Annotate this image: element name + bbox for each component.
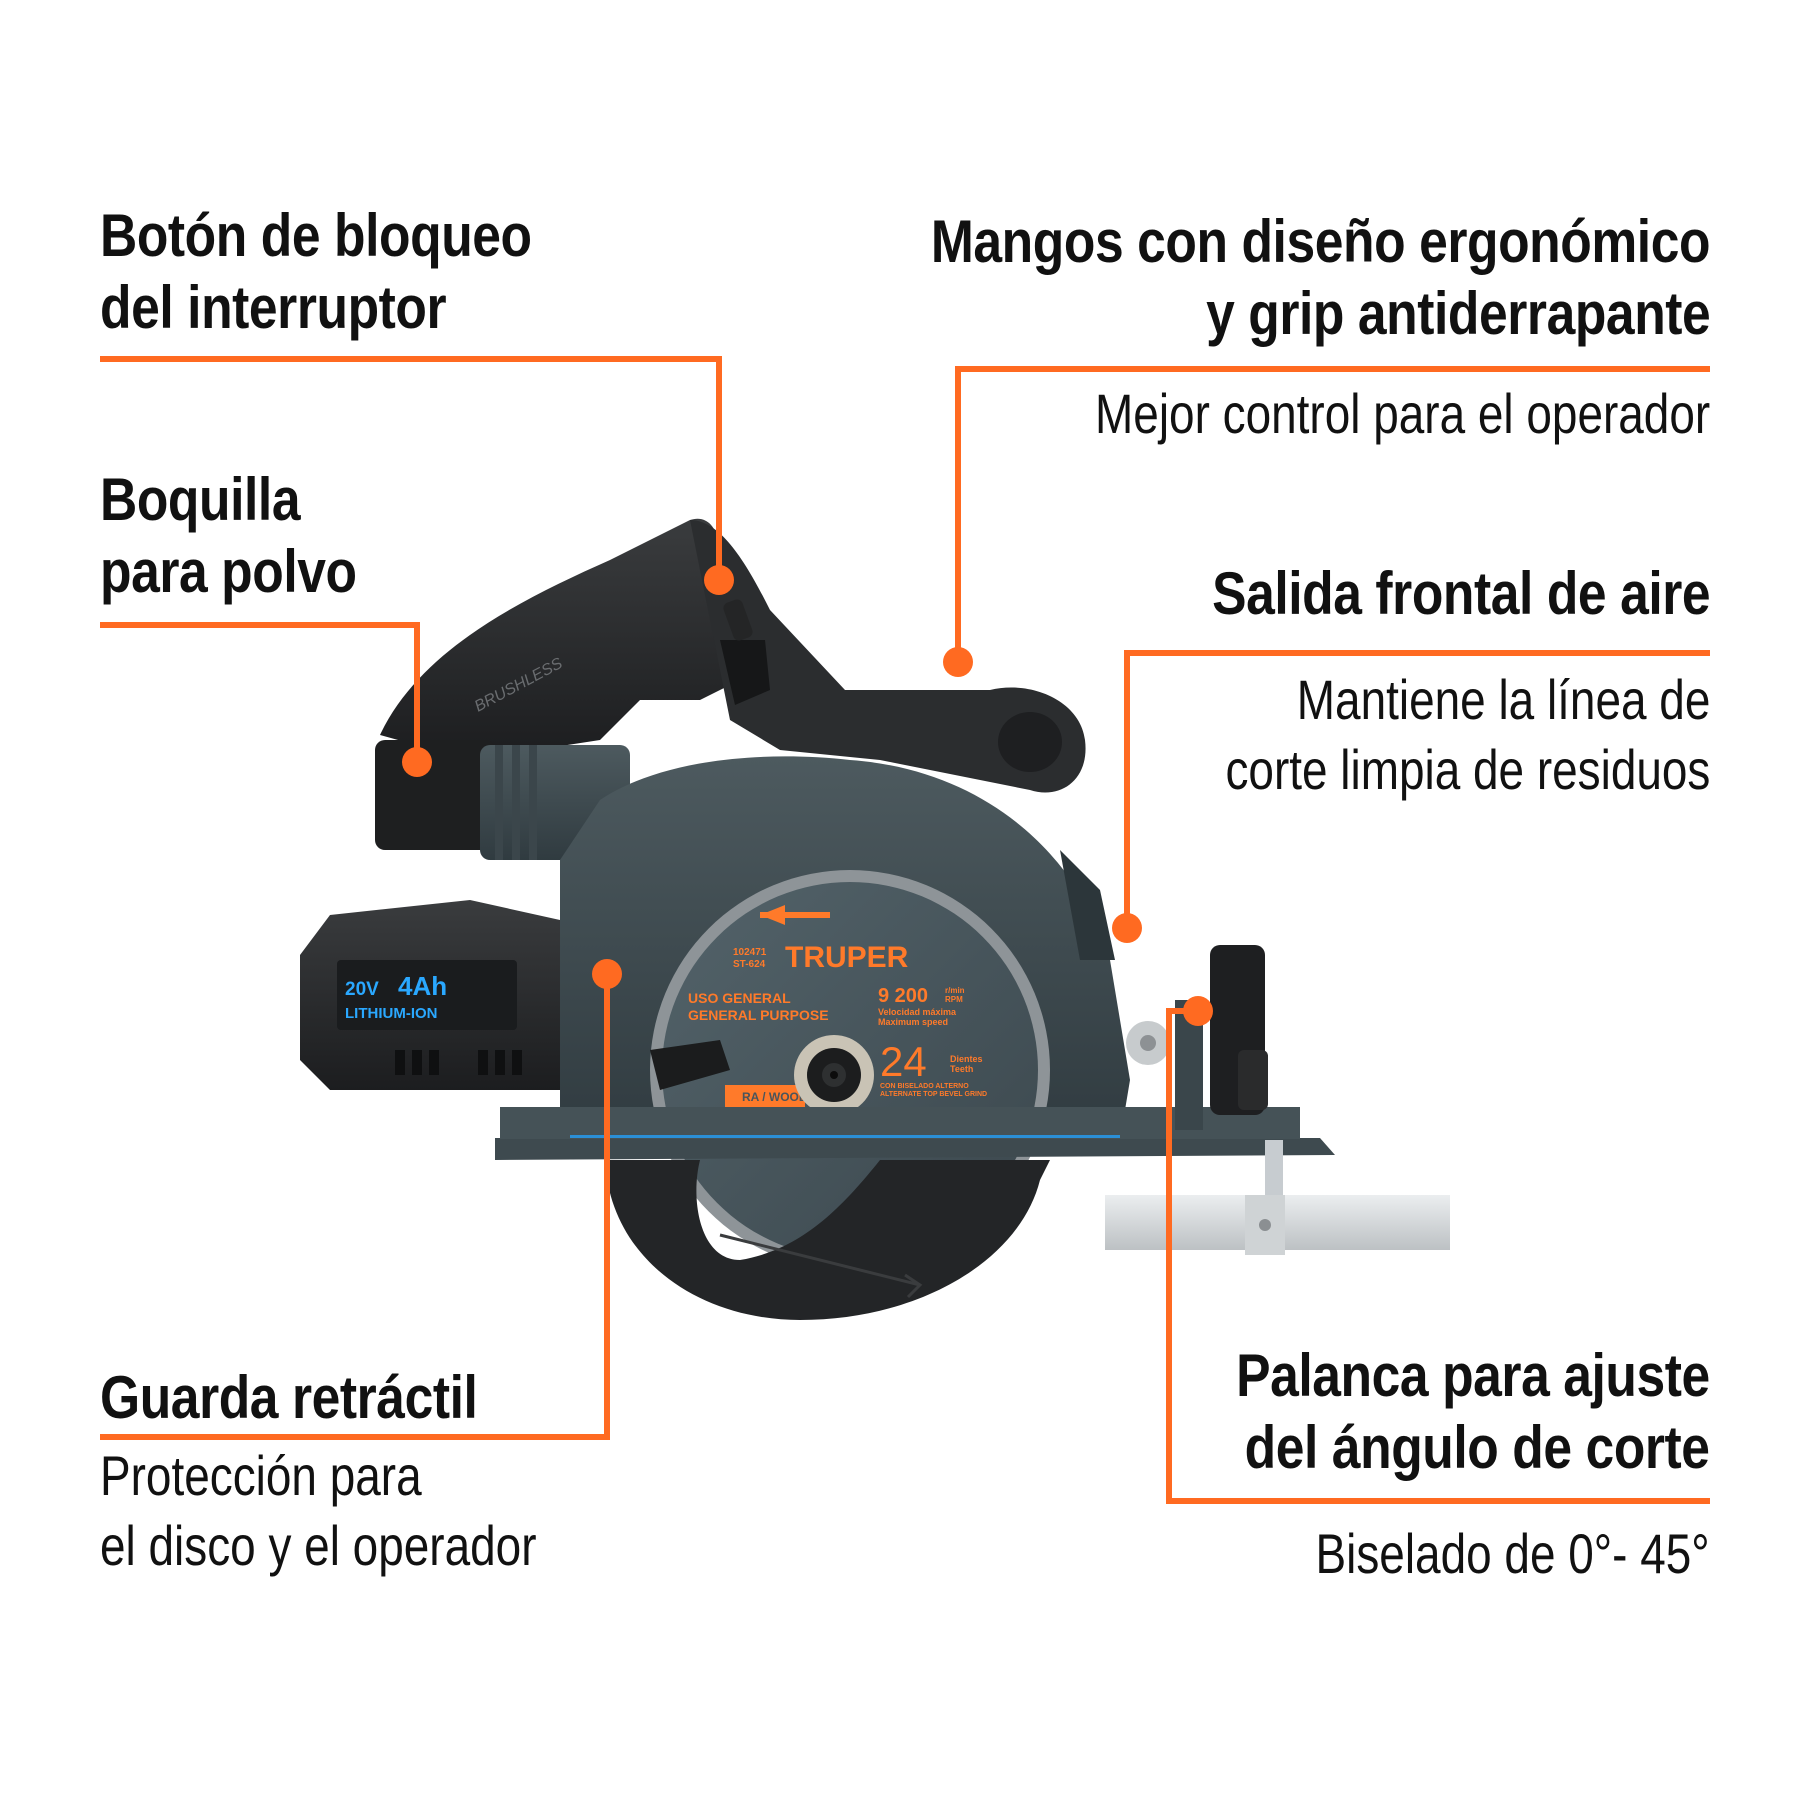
battery-capacity: 4Ah [398, 971, 447, 1001]
leader-line-mangos-v [955, 366, 961, 662]
blade-use-es: USO GENERAL [688, 990, 791, 1006]
leader-line-guarda [100, 1434, 610, 1440]
lower-guard [605, 1040, 1050, 1320]
battery-voltage: 20V [345, 979, 379, 1000]
blade-brand: TRUPER [785, 941, 909, 974]
base-plate [495, 1107, 1335, 1160]
blade-material: RA / WOOD [742, 1090, 808, 1104]
callout-sub-mangos: Mejor control para el operador [1094, 382, 1710, 445]
callout-title-mangos-line2: y grip antiderrapante [1205, 280, 1711, 347]
blade-speed-unit-1: r/min [945, 986, 965, 995]
leader-dot-guarda [592, 959, 622, 989]
leader-line-palanca-v [1166, 1008, 1172, 1504]
callout-sub-palanca: Biselado de 0°- 45° [1315, 1522, 1710, 1585]
callout-title-palanca-line1: Palanca para ajuste [1236, 1342, 1710, 1409]
leader-line-boquilla-v [414, 622, 420, 762]
leader-line-guarda-v [604, 974, 610, 1440]
callout-title-salida: Salida frontal de aire [1211, 560, 1711, 627]
blade-teeth-label-es: Dientes [950, 1054, 983, 1064]
blade-speed-label-en: Maximum speed [878, 1017, 948, 1027]
blade-speed: 9 200 [878, 985, 928, 1007]
leader-line-mangos [955, 366, 1710, 372]
leader-line-palanca-h2 [1166, 1498, 1710, 1504]
blade-code-2: ST-624 [733, 959, 766, 970]
leader-line-salida [1124, 650, 1710, 656]
blade-use-en: GENERAL PURPOSE [688, 1007, 829, 1023]
blade-speed-label-es: Velocidad máxima [878, 1007, 957, 1017]
rip-fence [1105, 1140, 1450, 1255]
bevel-adjust [1126, 945, 1268, 1130]
callout-title-boton-line1: Botón de bloqueo [100, 202, 532, 269]
callout-title-boquilla-line1: Boquilla [100, 466, 301, 533]
battery-chemistry: LITHIUM-ION [345, 1005, 437, 1022]
blade-code-1: 102471 [733, 947, 767, 958]
leader-dot-boquilla [402, 747, 432, 777]
leader-line-salida-v [1124, 650, 1130, 928]
leader-dot-palanca [1183, 996, 1213, 1026]
callout-sub-salida-line2: corte limpia de residuos [1225, 738, 1710, 801]
battery-pack: 20V 4Ah LITHIUM-ION [300, 900, 560, 1090]
callout-sub-guarda-line2: el disco y el operador [100, 1514, 537, 1577]
leader-line-palanca-h1 [1166, 1008, 1198, 1014]
callout-title-mangos-line1: Mangos con diseño ergonómico [930, 208, 1711, 275]
callout-title-palanca-line2: del ángulo de corte [1245, 1414, 1710, 1481]
blade-teeth: 24 [880, 1038, 927, 1085]
blade-speed-unit-2: RPM [945, 995, 963, 1004]
callout-title-guarda: Guarda retráctil [100, 1364, 478, 1431]
leader-line-boton [100, 356, 722, 362]
blade-teeth-label-en: Teeth [950, 1064, 973, 1074]
callout-title-boquilla-line2: para polvo [100, 538, 357, 605]
callout-sub-guarda-line1: Protección para [100, 1444, 422, 1507]
leader-dot-mangos [943, 647, 973, 677]
rear-handle: BRUSHLESS [380, 518, 1086, 793]
leader-dot-boton [704, 565, 734, 595]
callout-sub-salida-line1: Mantiene la línea de [1296, 668, 1710, 731]
leader-line-boquilla [100, 622, 420, 628]
blade-grind-en: ALTERNATE TOP BEVEL GRIND [880, 1091, 987, 1098]
leader-line-boton-v [716, 356, 722, 580]
callout-title-boton-line2: del interruptor [100, 274, 447, 341]
leader-dot-salida [1112, 913, 1142, 943]
blade-grind-es: CON BISELADO ALTERNO [880, 1083, 969, 1090]
